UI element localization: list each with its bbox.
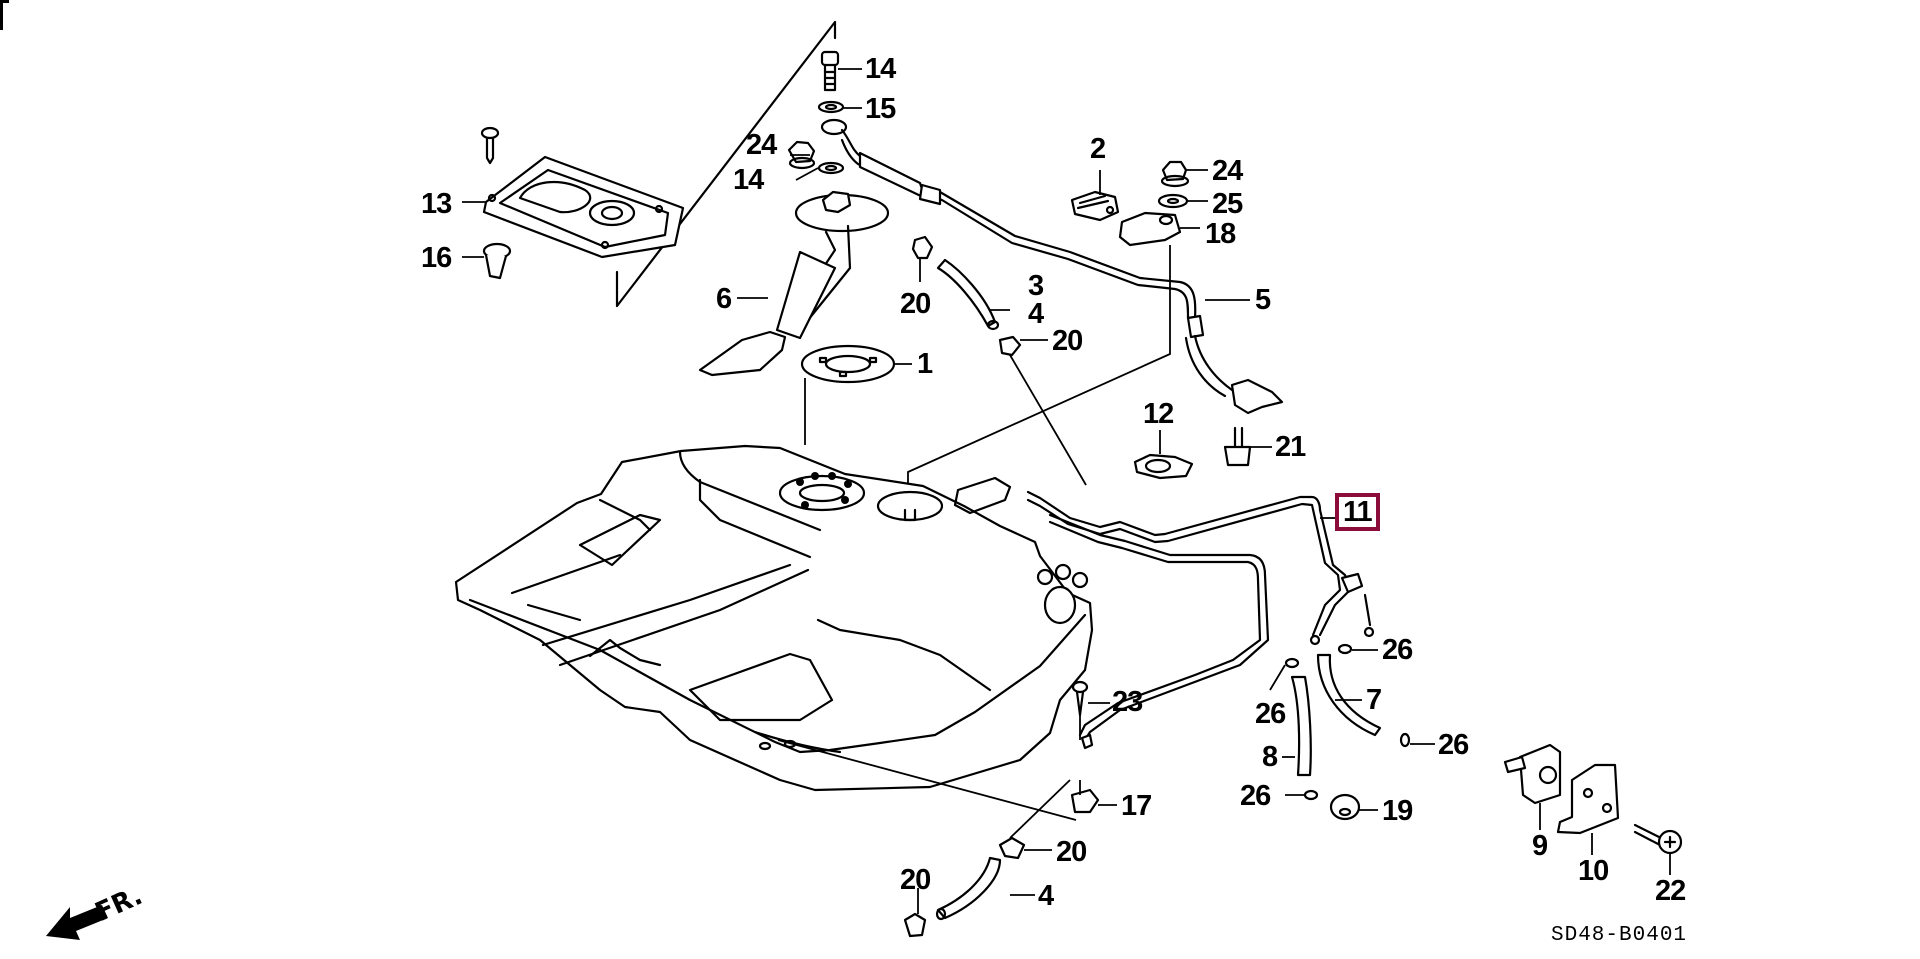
part-2-pipe-clamp[interactable] [1070, 190, 1120, 222]
part-15-washer[interactable] [817, 100, 845, 114]
callout-24-nut-upper[interactable]: 24 [1212, 155, 1243, 187]
part-20-clamp-lower-left[interactable] [903, 912, 927, 938]
part-23-screw[interactable] [1071, 680, 1089, 740]
part-19-grommet[interactable] [1329, 793, 1361, 821]
part-18-clamp[interactable] [1118, 211, 1182, 247]
callout-6-fuel-pump[interactable]: 6 [716, 283, 732, 315]
callout-leader-lines [462, 68, 1671, 914]
part-9-joint[interactable] [1503, 743, 1562, 805]
callout-3-hose[interactable]: 3 [1028, 270, 1044, 302]
callout-5-feed-pipe[interactable]: 5 [1255, 284, 1271, 316]
part-4-hose-lower[interactable] [935, 856, 1002, 921]
callout-20-clamp[interactable]: 20 [900, 288, 931, 320]
part-13-cover-plate[interactable] [482, 155, 685, 259]
callout-26-clamp-a[interactable]: 26 [1382, 634, 1413, 666]
callout-26-clamp-c[interactable]: 26 [1438, 729, 1469, 761]
part-20-clamp-middle[interactable] [998, 335, 1087, 486]
part-11-fuel-pipe-assembly[interactable] [1026, 490, 1375, 750]
callout-20-clamp-lower-left[interactable]: 20 [900, 864, 931, 896]
part-12-pipe-clip[interactable] [1133, 453, 1194, 480]
part-7-hose[interactable] [1316, 653, 1382, 737]
part-22-bolt[interactable] [1633, 823, 1683, 855]
callout-14-bolt[interactable]: 14 [865, 53, 896, 85]
callout-25-washer[interactable]: 25 [1212, 188, 1243, 220]
callout-16-clip[interactable]: 16 [421, 242, 452, 274]
callout-7-hose[interactable]: 7 [1366, 684, 1382, 716]
part-24-nut-upper[interactable] [1160, 160, 1190, 188]
part-3-4-hose-upper[interactable] [936, 258, 1000, 331]
callout-11-fuel-pipe-highlighted[interactable]: 11 [1335, 493, 1380, 531]
callout-4-hose[interactable]: 4 [1028, 298, 1044, 330]
part-5-feed-pipe[interactable] [820, 118, 1284, 415]
callout-24-nut[interactable]: 24 [746, 129, 777, 161]
part-24-nut[interactable] [787, 140, 816, 170]
callout-17-nut[interactable]: 17 [1121, 790, 1152, 822]
callout-1-gasket[interactable]: 1 [917, 348, 933, 380]
fuel-tank[interactable] [454, 444, 1094, 792]
part-8-hose[interactable] [1290, 675, 1312, 777]
callout-8-hose[interactable]: 8 [1262, 741, 1278, 773]
callout-2-pipe-clamp[interactable]: 2 [1090, 133, 1106, 165]
callout-12-pipe-clip[interactable]: 12 [1143, 398, 1174, 430]
part-6-fuel-pump[interactable] [698, 190, 890, 377]
callout-19-grommet[interactable]: 19 [1382, 795, 1413, 827]
frame-corner-mark [0, 0, 9, 30]
callout-21-drain-bolt[interactable]: 21 [1275, 431, 1306, 463]
callout-4-hose-lower[interactable]: 4 [1038, 880, 1054, 912]
part-20-clamp-lower-right[interactable] [998, 779, 1071, 860]
diagram-code: SD48-B0401 [1551, 924, 1688, 947]
part-14-washer[interactable] [817, 161, 845, 175]
part-1-gasket-ring[interactable] [800, 344, 896, 384]
part-25-washer[interactable] [1157, 193, 1189, 209]
callout-9-joint[interactable]: 9 [1532, 830, 1548, 862]
callout-20-clamp-middle[interactable]: 20 [1052, 325, 1083, 357]
callout-20-clamp-lower-right[interactable]: 20 [1056, 836, 1087, 868]
callout-22-bolt[interactable]: 22 [1655, 875, 1686, 907]
part-21-drain-bolt[interactable] [1223, 426, 1252, 467]
callout-18-clamp[interactable]: 18 [1205, 218, 1236, 250]
callout-10-bracket[interactable]: 10 [1578, 855, 1609, 887]
callout-13-cover-plate[interactable]: 13 [421, 188, 452, 220]
callout-23-screw[interactable]: 23 [1112, 686, 1143, 718]
leader-line-17-to-tank [777, 739, 1077, 821]
part-10-bracket[interactable] [1556, 763, 1620, 835]
part-17-nut[interactable] [1070, 780, 1100, 814]
part-20-clamp-upper[interactable] [911, 235, 934, 260]
front-direction-arrow-icon [46, 905, 108, 940]
part-26-clamps[interactable] [1284, 643, 1411, 801]
part-14-bolt[interactable] [820, 50, 840, 92]
callout-26-clamp-b[interactable]: 26 [1255, 698, 1286, 730]
callout-14-washer[interactable]: 14 [733, 164, 764, 196]
part-cover-screw[interactable] [480, 126, 500, 165]
callout-26-clamp-d[interactable]: 26 [1240, 780, 1271, 812]
callout-15-washer[interactable]: 15 [865, 93, 896, 125]
part-16-clip[interactable] [482, 242, 512, 280]
section-boundary-lines [615, 20, 837, 308]
